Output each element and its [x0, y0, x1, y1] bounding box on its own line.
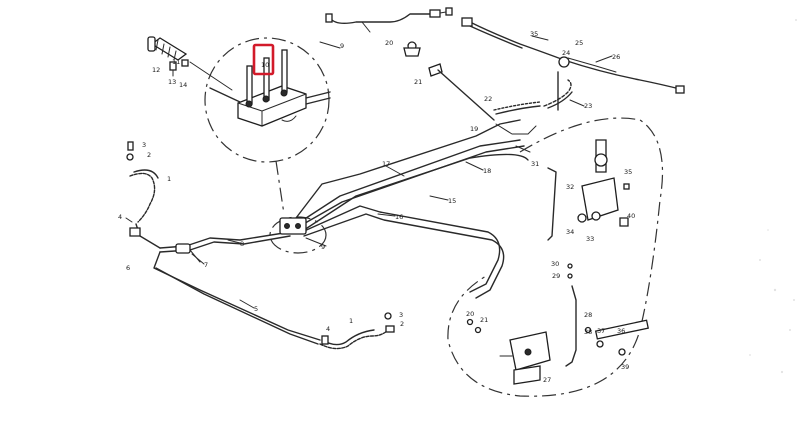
right-harness-25-26	[461, 17, 685, 111]
callout-27: 27	[543, 376, 551, 384]
callout-26: 26	[612, 53, 620, 61]
callout-35b: 35	[624, 168, 632, 176]
callout-40: 40	[627, 212, 635, 220]
callout-30: 30	[551, 260, 559, 268]
callout-39: 39	[621, 363, 629, 371]
brake-lines-main	[135, 119, 537, 345]
callout-21: 21	[414, 78, 422, 86]
callout-37: 37	[597, 327, 605, 335]
callout-10: 10	[261, 61, 269, 69]
callout-13: 13	[168, 78, 176, 86]
callout-1b: 1	[349, 317, 353, 325]
callout-20b: 20	[466, 310, 474, 318]
callout-4b: 4	[326, 325, 330, 333]
callout-22: 22	[484, 95, 492, 103]
tee-fitting-7	[175, 243, 201, 263]
callout-16: 16	[395, 213, 403, 221]
callout-25: 25	[575, 39, 583, 47]
callout-23: 23	[584, 102, 592, 110]
scan-noise	[749, 19, 797, 374]
proportioning-valve-27	[466, 263, 649, 385]
callout-11: 11	[172, 58, 180, 66]
callout-19: 19	[470, 125, 478, 133]
callout-5: 5	[254, 305, 258, 313]
callout-7: 7	[204, 261, 208, 269]
callout-18: 18	[483, 167, 491, 175]
callout-3b: 3	[399, 311, 403, 319]
callout-labels: 1 1 2 2 3 3 4 4 5 6 7 8 9 9 10 11 12 13 …	[118, 30, 635, 384]
rear-hose-right	[319, 312, 395, 350]
callout-36: 36	[617, 327, 625, 335]
callout-2: 2	[147, 151, 151, 159]
callout-8: 8	[240, 240, 244, 248]
callout-4: 4	[118, 213, 122, 221]
callout-1: 1	[167, 175, 171, 183]
callout-14: 14	[179, 81, 187, 89]
callout-21b: 21	[480, 316, 488, 324]
callout-33: 33	[586, 235, 594, 243]
callout-3: 3	[142, 141, 146, 149]
callout-31: 31	[531, 160, 539, 168]
callout-17: 17	[382, 160, 390, 168]
callout-32: 32	[566, 183, 574, 191]
detail-region-right	[447, 117, 663, 397]
highlight-box-callout-10	[252, 43, 275, 76]
detail-circle-master-cylinder	[204, 37, 330, 163]
callout-24: 24	[562, 49, 570, 57]
callout-12: 12	[152, 66, 160, 74]
callout-29: 29	[552, 272, 560, 280]
callout-38: 38	[584, 328, 592, 336]
callout-35: 35	[530, 30, 538, 38]
callout-2b: 2	[400, 320, 404, 328]
callout-15: 15	[448, 197, 456, 205]
junction-block	[279, 217, 327, 247]
pedal-bracket-assembly	[547, 139, 630, 241]
bleeder-assembly-12-14	[147, 36, 233, 91]
callout-20: 20	[385, 39, 393, 47]
callout-34: 34	[566, 228, 574, 236]
callout-28: 28	[584, 311, 592, 319]
top-wiring-harness	[325, 7, 495, 121]
callout-leaders	[191, 35, 613, 309]
front-hose-left	[125, 141, 159, 237]
detail-leader-line	[275, 160, 285, 215]
callout-6: 6	[126, 264, 130, 272]
callout-9b: 9	[340, 42, 344, 50]
master-cylinder-detail	[209, 49, 331, 127]
hoses-22-23	[493, 79, 573, 115]
callout-9: 9	[321, 243, 325, 251]
junction-detail-circle	[269, 216, 327, 254]
